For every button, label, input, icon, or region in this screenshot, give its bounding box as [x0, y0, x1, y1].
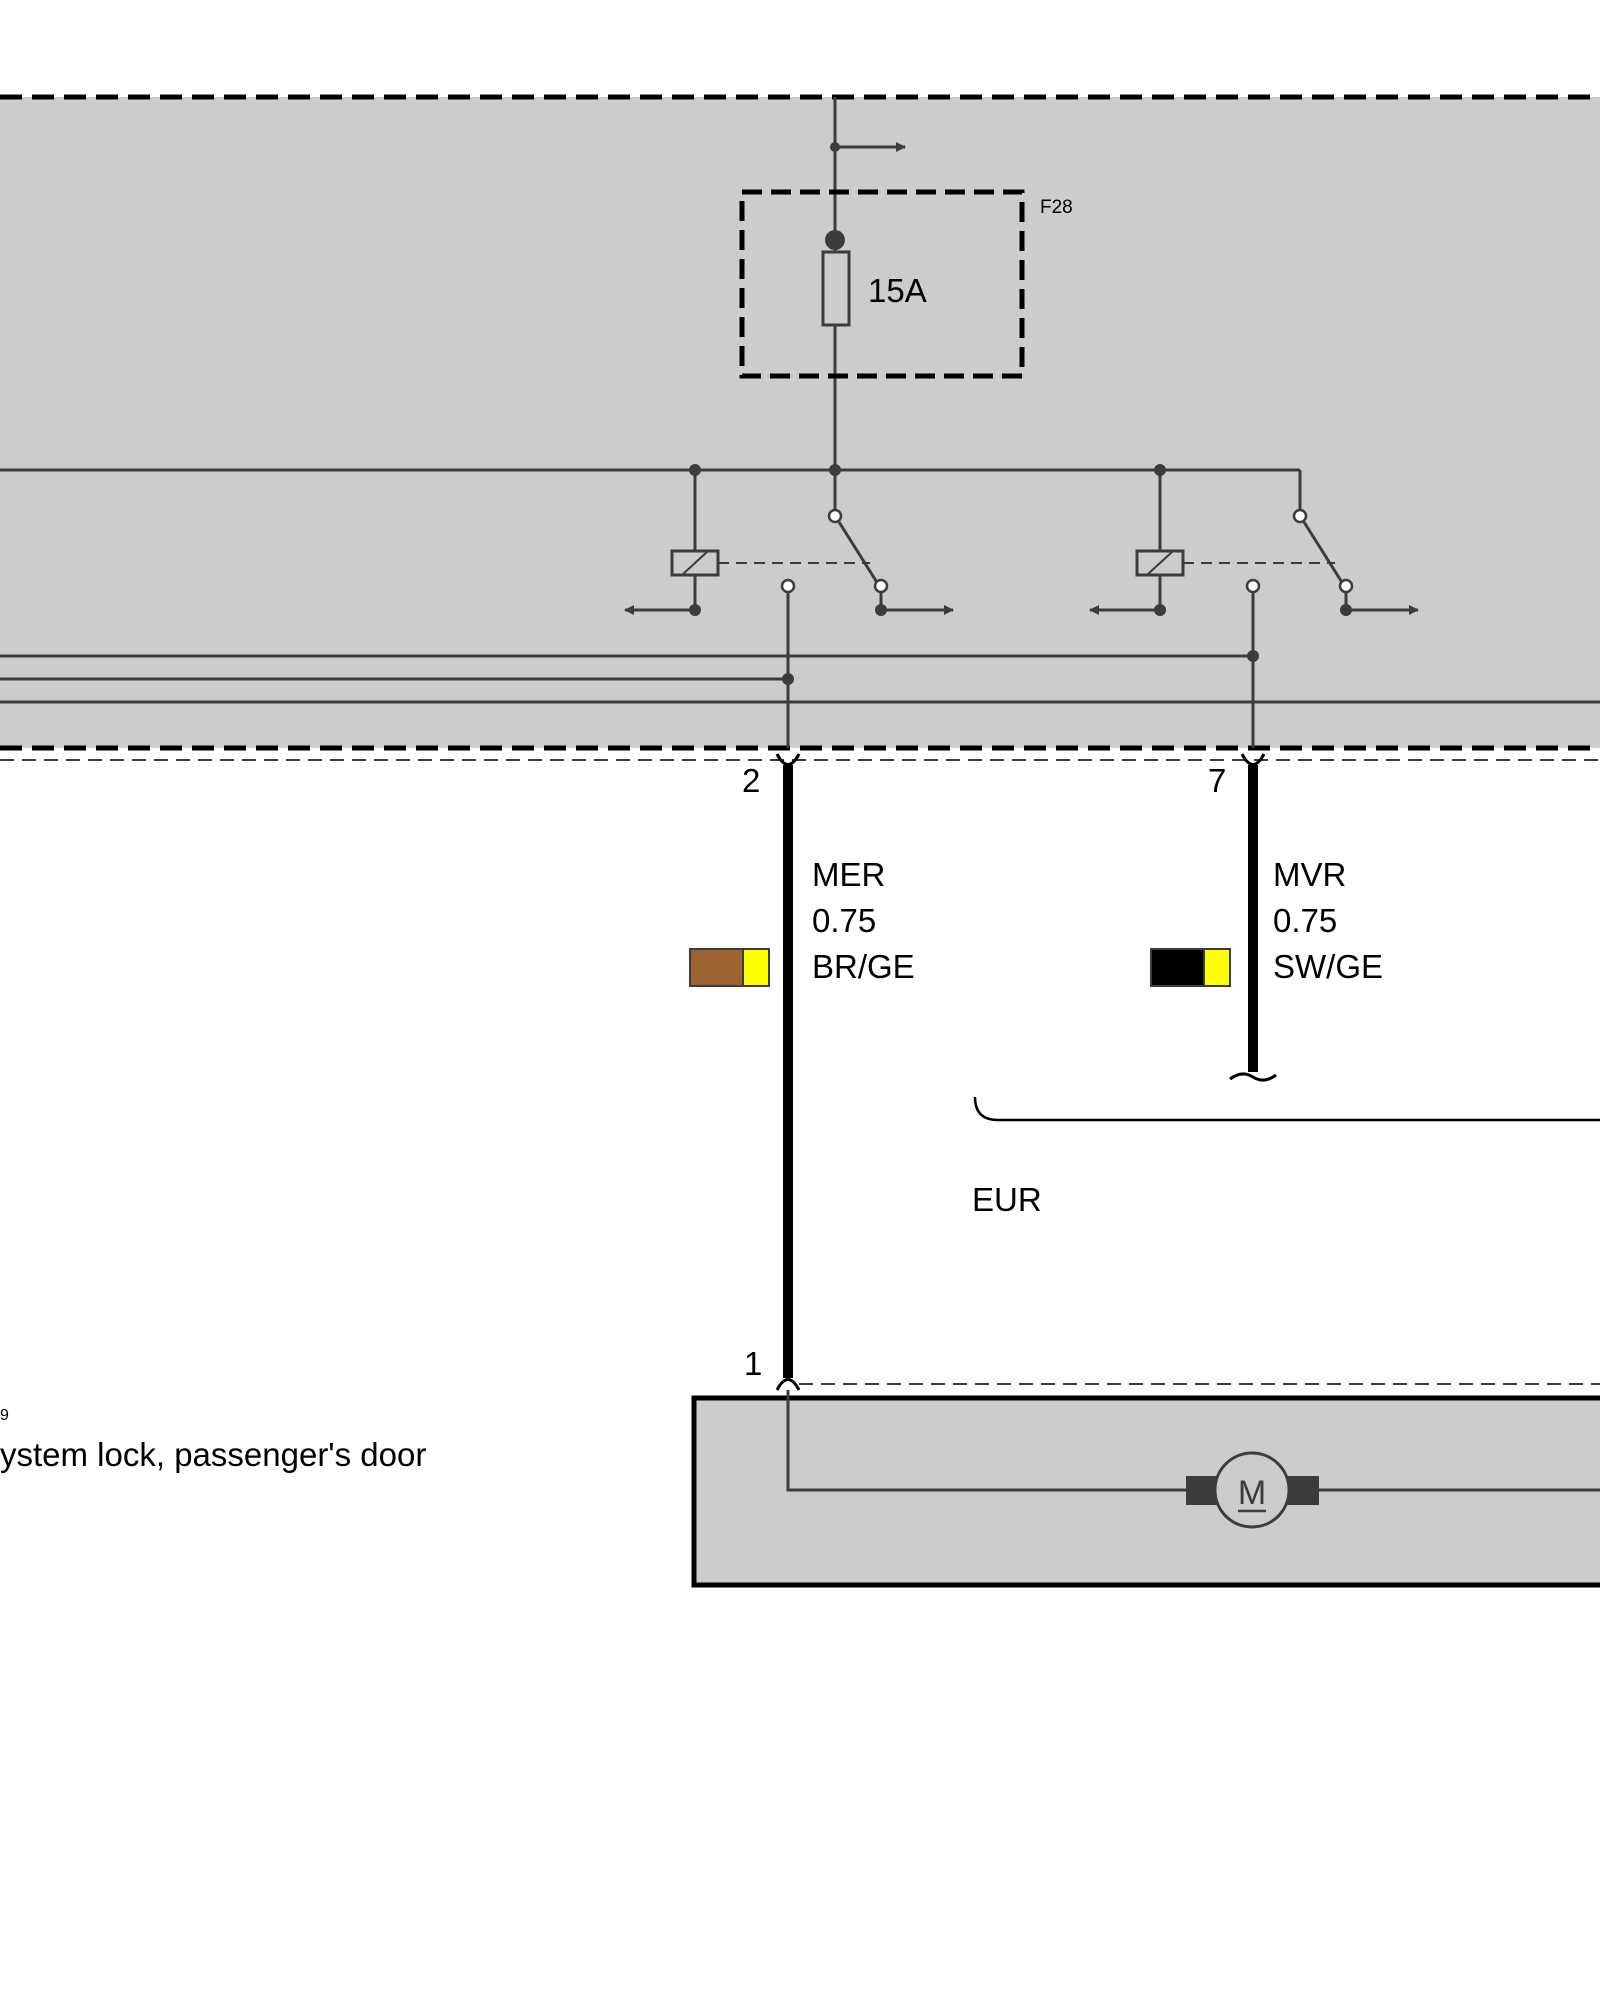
connector-pin-socket: [775, 753, 801, 766]
wire-mvr-color-code: SW/GE: [1273, 948, 1383, 985]
relay-switch-blade: [1302, 521, 1345, 585]
motor-icon: M: [1186, 1451, 1319, 1529]
variant-group: EUR: [972, 1096, 1600, 1218]
internal-lines: [0, 650, 1600, 704]
connector-pin-socket: [775, 1378, 801, 1391]
connector-pin-socket: [1240, 753, 1266, 766]
actuator-wire: [786, 1390, 1190, 1492]
control-module-body: [0, 97, 1600, 748]
wire-color-swatch: [689, 948, 770, 987]
fuse-rating-label: 15A: [868, 272, 927, 309]
relay-coil-icon: [670, 549, 720, 577]
relay-switch-blade: [837, 521, 880, 585]
fuse-icon: [821, 250, 851, 327]
actuator-ref-fragment: 9: [0, 1407, 9, 1424]
variant-label: EUR: [972, 1181, 1042, 1218]
wire-mvr: 7 MVR 0.75 SW/GE: [1150, 753, 1383, 1082]
wire-mer-pin: 2: [742, 762, 760, 799]
wire-mer-color-code: BR/GE: [812, 948, 915, 985]
wire-mvr-pin: 7: [1208, 762, 1226, 799]
fuse-terminal-dot: [825, 230, 845, 250]
fuse-block: F28 15A: [739, 97, 1073, 470]
actuator: 1 M 9 ystem lock, passenger's door: [0, 1345, 1600, 1588]
relay-2: [1089, 470, 1419, 748]
motor-symbol: M: [1238, 1474, 1266, 1512]
relay-1: [624, 470, 954, 748]
wire-mer: 2 MER 0.75 BR/GE: [689, 753, 915, 1378]
wire-mer-cross-section: 0.75: [812, 902, 876, 939]
wire-mer-signal: MER: [812, 856, 885, 893]
actuator-pin: 1: [744, 1345, 762, 1382]
wire-break-symbol: [1229, 1072, 1277, 1082]
control-module: [0, 94, 1600, 761]
fuse-id-label: F28: [1040, 197, 1073, 218]
actuator-description: ystem lock, passenger's door: [0, 1436, 426, 1473]
wire-mvr-signal: MVR: [1273, 856, 1346, 893]
wire-color-swatch: [1150, 948, 1231, 987]
wire-mvr-cross-section: 0.75: [1273, 902, 1337, 939]
variant-brace: [973, 1096, 1600, 1122]
